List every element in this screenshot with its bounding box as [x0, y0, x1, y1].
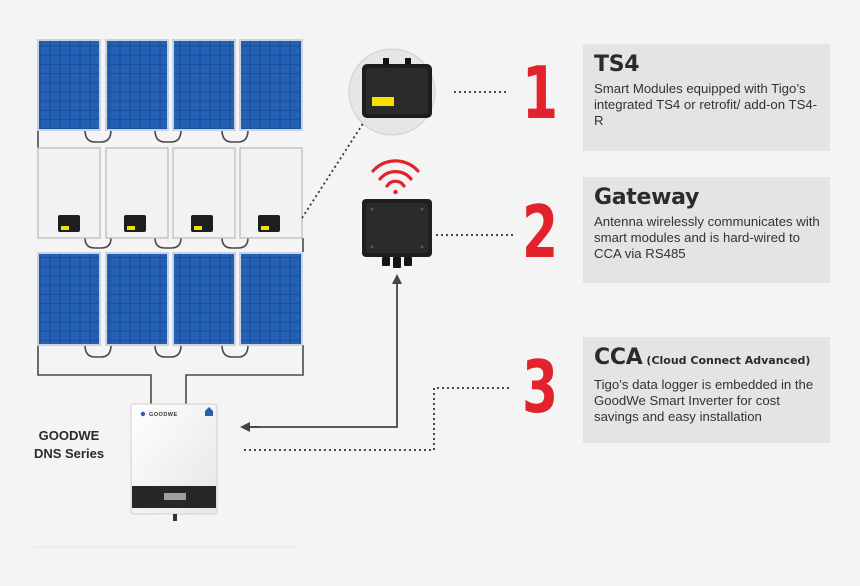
panel-cables [37, 129, 304, 405]
solar-panel [37, 39, 101, 131]
inverter-label-brand: GOODWE [38, 428, 100, 443]
solar-panel [105, 39, 169, 131]
inverter-label: GOODWE DNS Series [20, 427, 118, 463]
inverter-icon [130, 403, 218, 521]
info-box-ts4: TS4 Smart Modules equipped with Tigo’s i… [583, 44, 830, 151]
cca-leader [244, 387, 512, 451]
step-number-1: 1 [521, 51, 559, 135]
gateway-device-icon [362, 199, 432, 268]
ts4-module-small [258, 215, 280, 232]
solar-panel [239, 39, 303, 131]
solar-panel [172, 39, 236, 131]
solar-panel [37, 252, 101, 346]
info-box-cca: CCA(Cloud Connect Advanced) Tigo’s data … [583, 337, 830, 443]
info-title-ts4-text: TS4 [594, 52, 640, 77]
info-title-ts4: TS4 [594, 52, 820, 78]
rs485-wire [245, 274, 402, 428]
ts4-module-small [124, 215, 146, 232]
ts4-connector-dotted [301, 121, 365, 219]
info-body-ts4: Smart Modules equipped with Tigo’s integ… [594, 81, 818, 128]
info-box-gateway: Gateway Antenna wirelessly communicates … [583, 177, 830, 283]
solar-panel-row-bottom [37, 252, 303, 346]
step-number-3: 3 [521, 345, 559, 429]
solar-panel [239, 252, 303, 346]
info-title-cca-text: CCA [594, 345, 643, 370]
solar-panel-row-back [37, 147, 303, 239]
solar-panel [172, 252, 236, 346]
info-body-gateway: Antenna wirelessly communicates with sma… [594, 214, 820, 261]
wifi-signal-icon [371, 159, 420, 195]
info-title-gateway: Gateway [594, 185, 820, 211]
inverter-brand-text: GOODWE [149, 412, 178, 418]
inverter-label-series: DNS Series [33, 446, 105, 461]
info-subtitle-cca: (Cloud Connect Advanced) [646, 354, 811, 367]
info-body-cca: Tigo’s data logger is embedded in the Go… [594, 377, 814, 424]
info-title-gateway-text: Gateway [594, 185, 700, 210]
solar-panel-row-top [37, 39, 303, 131]
step-number-2: 2 [521, 190, 559, 274]
ts4-module-small [58, 215, 80, 232]
ts4-module-small [191, 215, 213, 232]
solar-panel [105, 252, 169, 346]
ts4-module-icon [348, 48, 436, 136]
info-title-cca: CCA(Cloud Connect Advanced) [594, 345, 820, 374]
